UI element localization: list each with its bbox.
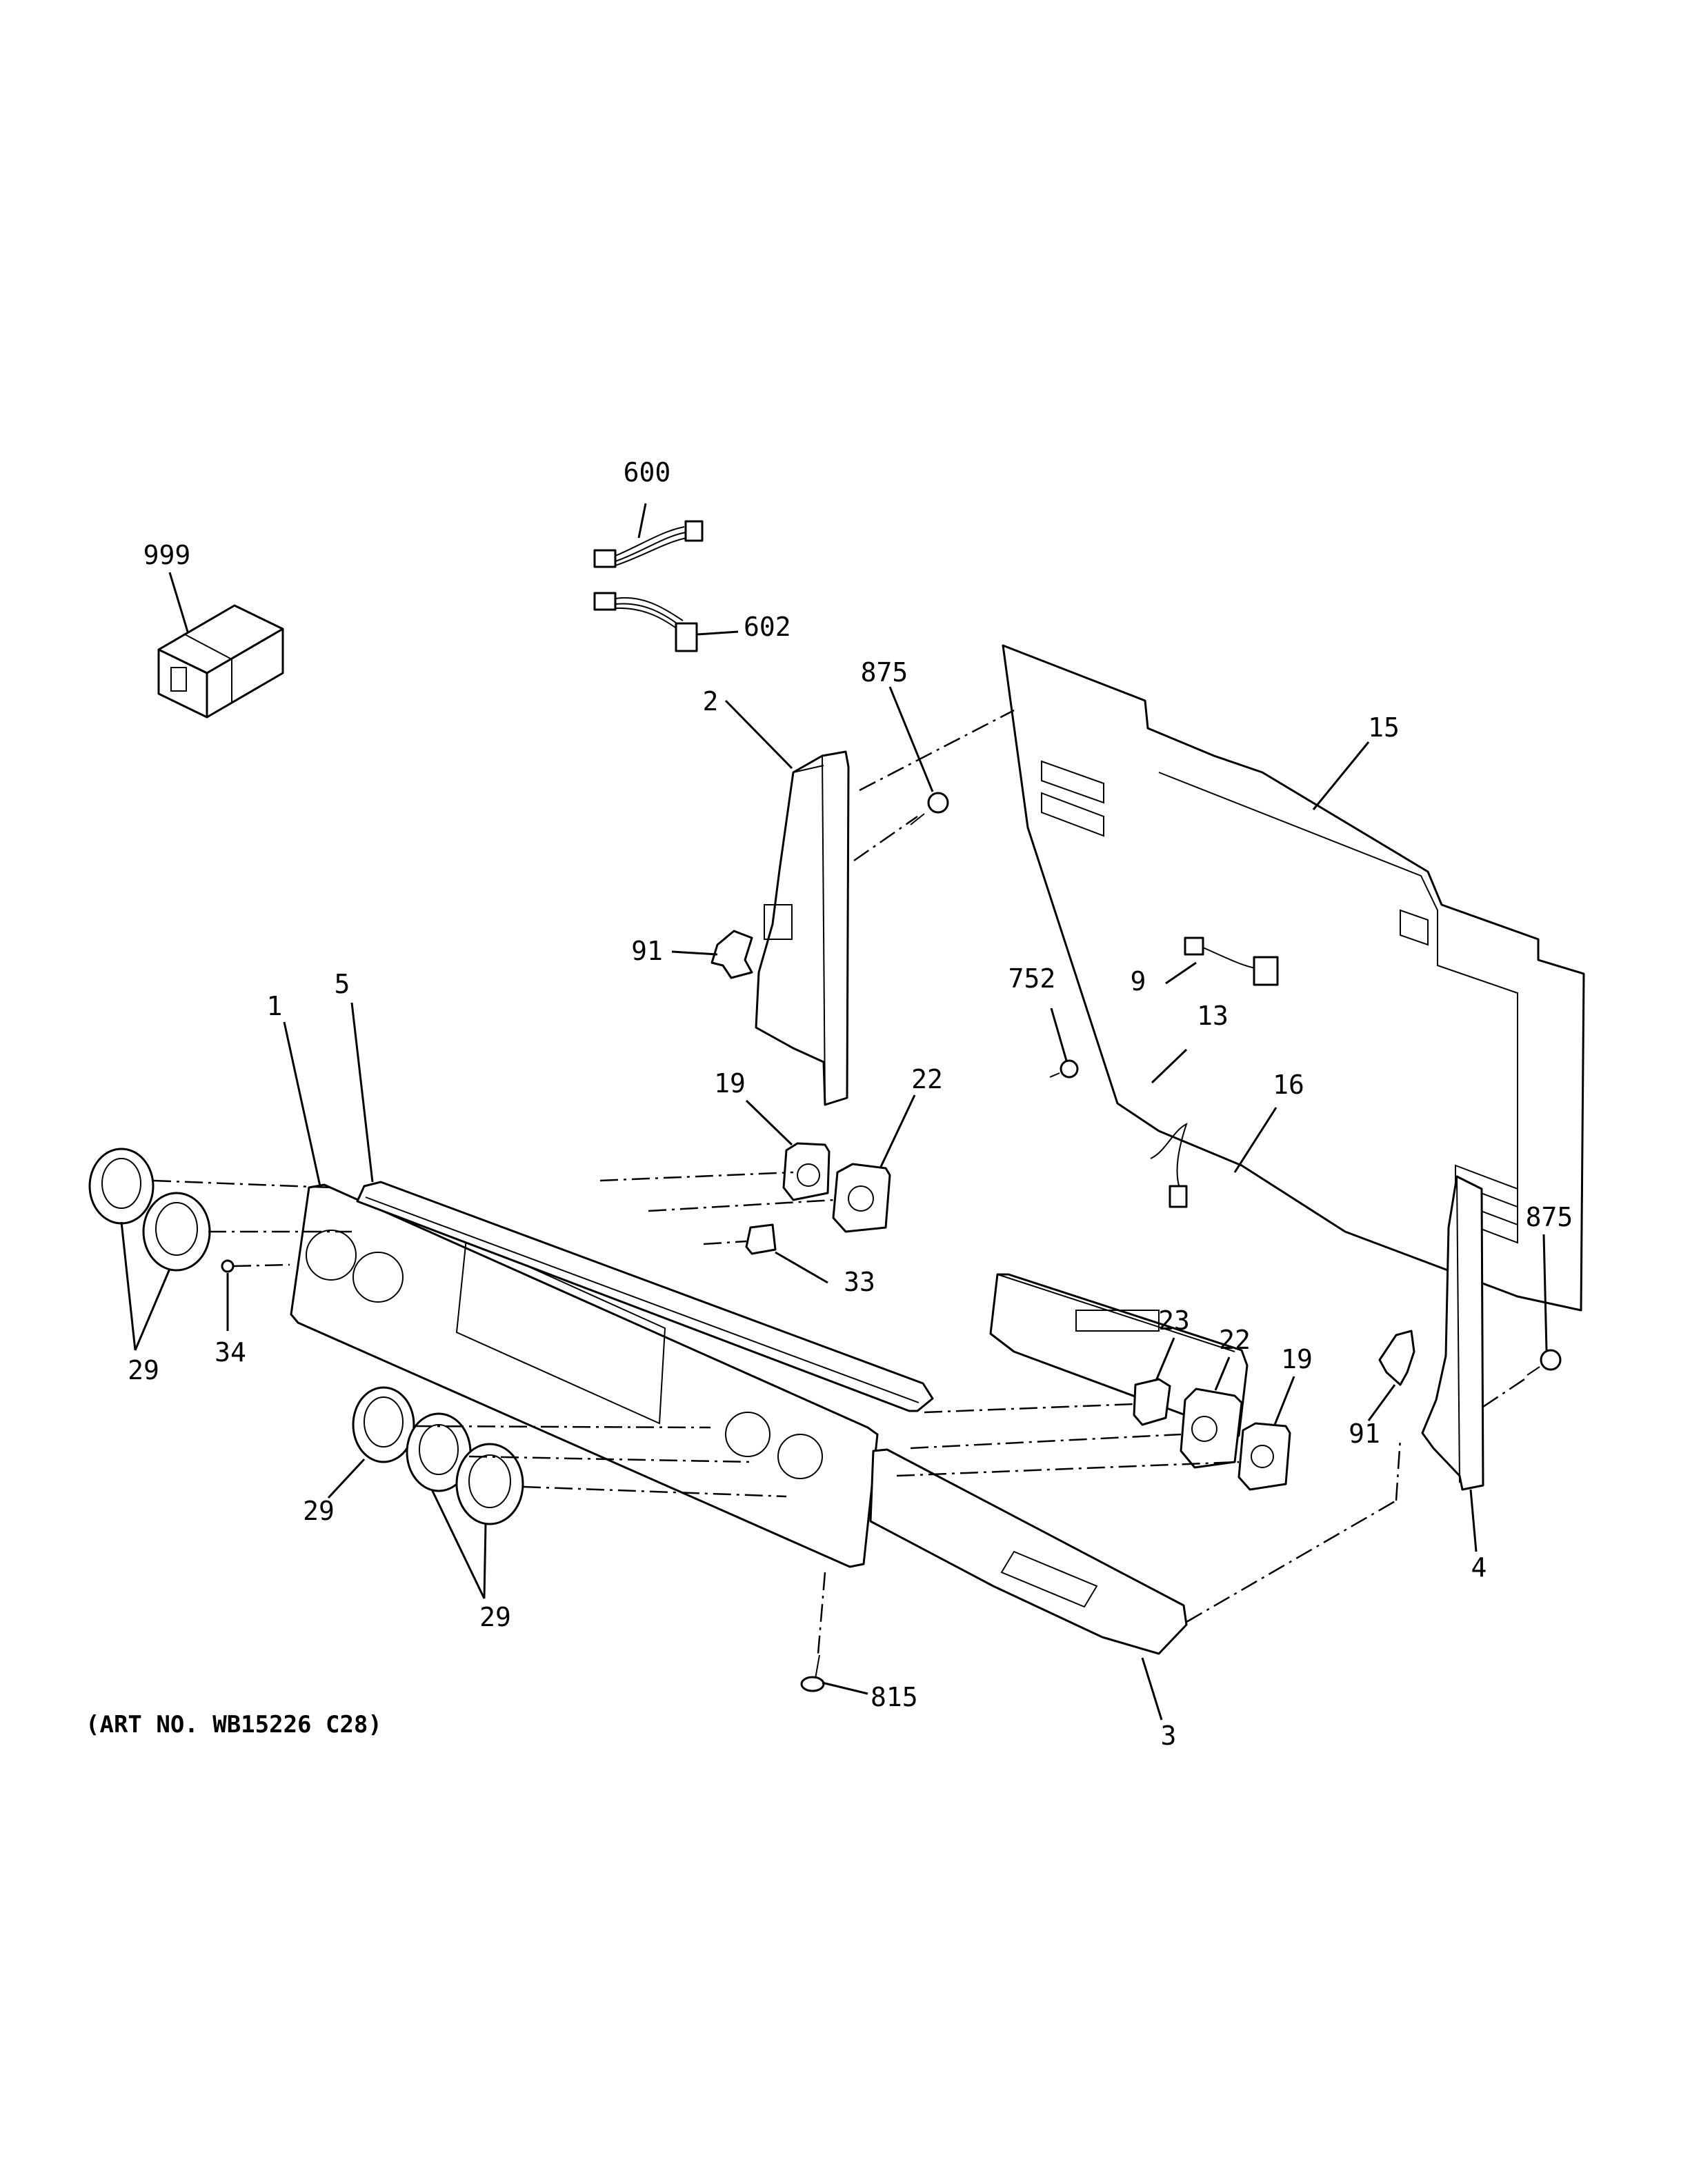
callout-2: 2	[703, 686, 719, 717]
part-29-knob-left-a	[88, 1148, 155, 1225]
part-875-screw-right	[1527, 1349, 1562, 1376]
callout-875-right: 875	[1526, 1202, 1573, 1232]
callout-16: 16	[1273, 1070, 1304, 1100]
callout-19-bottom: 19	[1281, 1344, 1313, 1374]
callout-33: 33	[844, 1267, 875, 1297]
part-34-set-screw	[221, 1259, 235, 1273]
part-600-wire-harness	[593, 520, 704, 568]
part-752-screw	[1049, 1059, 1079, 1079]
callout-34: 34	[215, 1337, 246, 1367]
part-23-switch-small	[1133, 1378, 1171, 1426]
part-875-screw-top	[910, 792, 949, 825]
part-19-switch-top	[782, 1142, 831, 1201]
callout-875-top: 875	[861, 657, 908, 688]
part-19-switch-bottom	[1237, 1422, 1291, 1491]
callout-23: 23	[1158, 1305, 1190, 1336]
part-4-right-bracket	[1421, 1175, 1484, 1491]
part-602-wire-harness	[593, 592, 698, 652]
part-22-switch-bottom	[1180, 1387, 1243, 1469]
part-3-lower-trim	[869, 1448, 1188, 1655]
callout-999: 999	[143, 540, 191, 570]
callout-15: 15	[1368, 712, 1400, 743]
part-91-clip-top	[710, 930, 753, 979]
callout-815: 815	[871, 1682, 918, 1712]
callout-29-mid: 29	[303, 1496, 335, 1526]
part-15-rear-panel	[1002, 644, 1585, 1312]
callout-labels: 999 600 602 875 2 15 91 752 9 13 16 1 5 …	[128, 457, 1573, 1751]
assembly-lines	[152, 709, 1529, 1654]
callout-91-top: 91	[631, 936, 663, 966]
part-815-screw	[800, 1654, 825, 1692]
callout-19-top: 19	[714, 1068, 746, 1099]
callout-29-left: 29	[128, 1355, 159, 1385]
callout-91-right: 91	[1349, 1419, 1380, 1449]
part-2-left-bracket	[755, 750, 850, 1106]
part-33-rocker-switch	[745, 1223, 777, 1255]
part-29-knob-left-b	[142, 1192, 211, 1272]
callout-29-bottom: 29	[479, 1602, 511, 1632]
callout-602: 602	[744, 612, 791, 642]
part-91-clip-right	[1378, 1330, 1415, 1386]
part-29-knob-mid	[352, 1386, 415, 1463]
callout-1: 1	[267, 991, 283, 1021]
callout-600: 600	[624, 457, 671, 488]
callout-5: 5	[335, 969, 350, 999]
callout-13: 13	[1197, 1001, 1229, 1031]
art-number-caption: (ART NO. WB15226 C28)	[86, 1711, 382, 1739]
callout-22-top: 22	[911, 1064, 943, 1094]
part-13-wire-lead	[1150, 1123, 1188, 1208]
part-22-switch-top	[832, 1163, 891, 1233]
callout-752: 752	[1008, 963, 1056, 994]
callout-4: 4	[1471, 1552, 1487, 1583]
part-9-wire-harness	[1184, 936, 1279, 986]
part-1-control-panel	[290, 1183, 879, 1568]
part-29-knob-bottom-b	[455, 1443, 524, 1525]
leader-lines	[120, 503, 1548, 1721]
part-999-carton-box	[157, 604, 284, 719]
callout-9: 9	[1131, 966, 1146, 996]
callout-3: 3	[1161, 1721, 1177, 1751]
part-5-trim-strip	[356, 1181, 934, 1412]
callout-22-bottom: 22	[1219, 1325, 1251, 1355]
